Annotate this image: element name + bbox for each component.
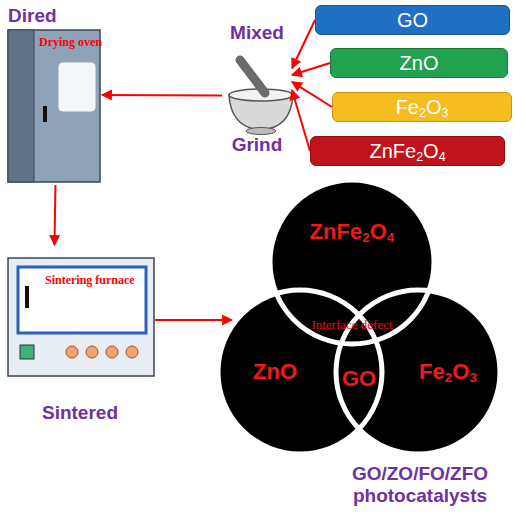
mortar-base <box>246 128 276 135</box>
oven-drawing <box>8 30 100 182</box>
oven-window <box>58 62 96 112</box>
venn-outline <box>270 180 434 344</box>
furnace-knob <box>86 346 98 358</box>
furnace-knob <box>126 346 138 358</box>
product-caption: GO/ZO/FO/ZFO photocatalysts <box>320 463 520 507</box>
furnace-body <box>8 258 154 376</box>
oven-panel <box>8 30 34 182</box>
formula-part: ZnO <box>253 359 297 384</box>
material-box: ZnO <box>330 48 508 78</box>
mortar-grinder: MixedGrind <box>222 22 292 158</box>
material-box: GO <box>315 5 510 35</box>
venn-disc <box>270 180 434 344</box>
phase-label: ZnFe2O4 <box>267 219 437 244</box>
oven-handle <box>43 106 47 122</box>
process-arrow <box>155 319 232 321</box>
process-arrow <box>292 20 315 68</box>
furnace-handle <box>25 286 29 308</box>
furnace-knob <box>66 346 78 358</box>
mortar-drawing <box>229 60 293 135</box>
process-arrow <box>292 63 330 75</box>
phase-label: Fe2O3 <box>408 359 488 384</box>
formula-part: O <box>423 140 439 162</box>
material-box: Fe2O3 <box>332 92 512 122</box>
interface-label: Interface defect <box>287 318 417 333</box>
material-box: ZnFe2O4 <box>310 136 505 166</box>
process-arrow <box>292 90 310 151</box>
formula-subscript: 4 <box>387 230 395 245</box>
venn-fill <box>218 180 500 454</box>
phase-label: ZnO <box>235 359 315 384</box>
equipment-label: Sintering furnace <box>45 274 149 288</box>
oven-body <box>8 30 100 182</box>
drying-oven: DiredDrying oven <box>5 3 102 185</box>
formula-subscript: 2 <box>416 150 423 164</box>
process-arrow <box>102 94 222 97</box>
step-label: Dired <box>8 5 57 27</box>
step-label: Mixed <box>212 22 302 44</box>
formula-subscript: 4 <box>439 150 446 164</box>
pestle <box>240 60 265 93</box>
formula-part: O <box>370 219 387 244</box>
formula-subscript: 2 <box>445 370 453 385</box>
step-label: Sintered <box>5 402 155 424</box>
equipment-label: Drying oven <box>39 36 105 50</box>
formula-part: ZnFe <box>310 219 363 244</box>
process-arrow <box>292 82 332 107</box>
region-label: GO <box>329 366 389 391</box>
formula-subscript: 2 <box>419 106 426 120</box>
formula-part: O <box>452 359 469 384</box>
furnace-drawing <box>8 258 154 376</box>
sintering-furnace: Sintering furnaceSintered <box>5 245 155 430</box>
formula-part: ZnFe <box>369 140 416 162</box>
venn-diagram: GO/ZO/FO/ZFO photocatalystsZnFe2O4ZnOFe2… <box>232 175 522 517</box>
furnace-switch <box>20 345 34 359</box>
material-name: ZnFe2O4 <box>311 140 504 163</box>
process-arrow <box>54 185 57 245</box>
material-name: Fe2O3 <box>333 96 511 119</box>
material-name: ZnO <box>331 52 507 75</box>
formula-subscript: 2 <box>362 230 370 245</box>
furnace-knob <box>106 346 118 358</box>
step-label: Grind <box>212 134 302 156</box>
material-name: GO <box>316 9 509 32</box>
formula-part: Fe <box>396 96 419 118</box>
formula-part: O <box>426 96 442 118</box>
formula-subscript: 3 <box>469 370 477 385</box>
formula-subscript: 3 <box>441 106 448 120</box>
formula-part: Fe <box>419 359 445 384</box>
